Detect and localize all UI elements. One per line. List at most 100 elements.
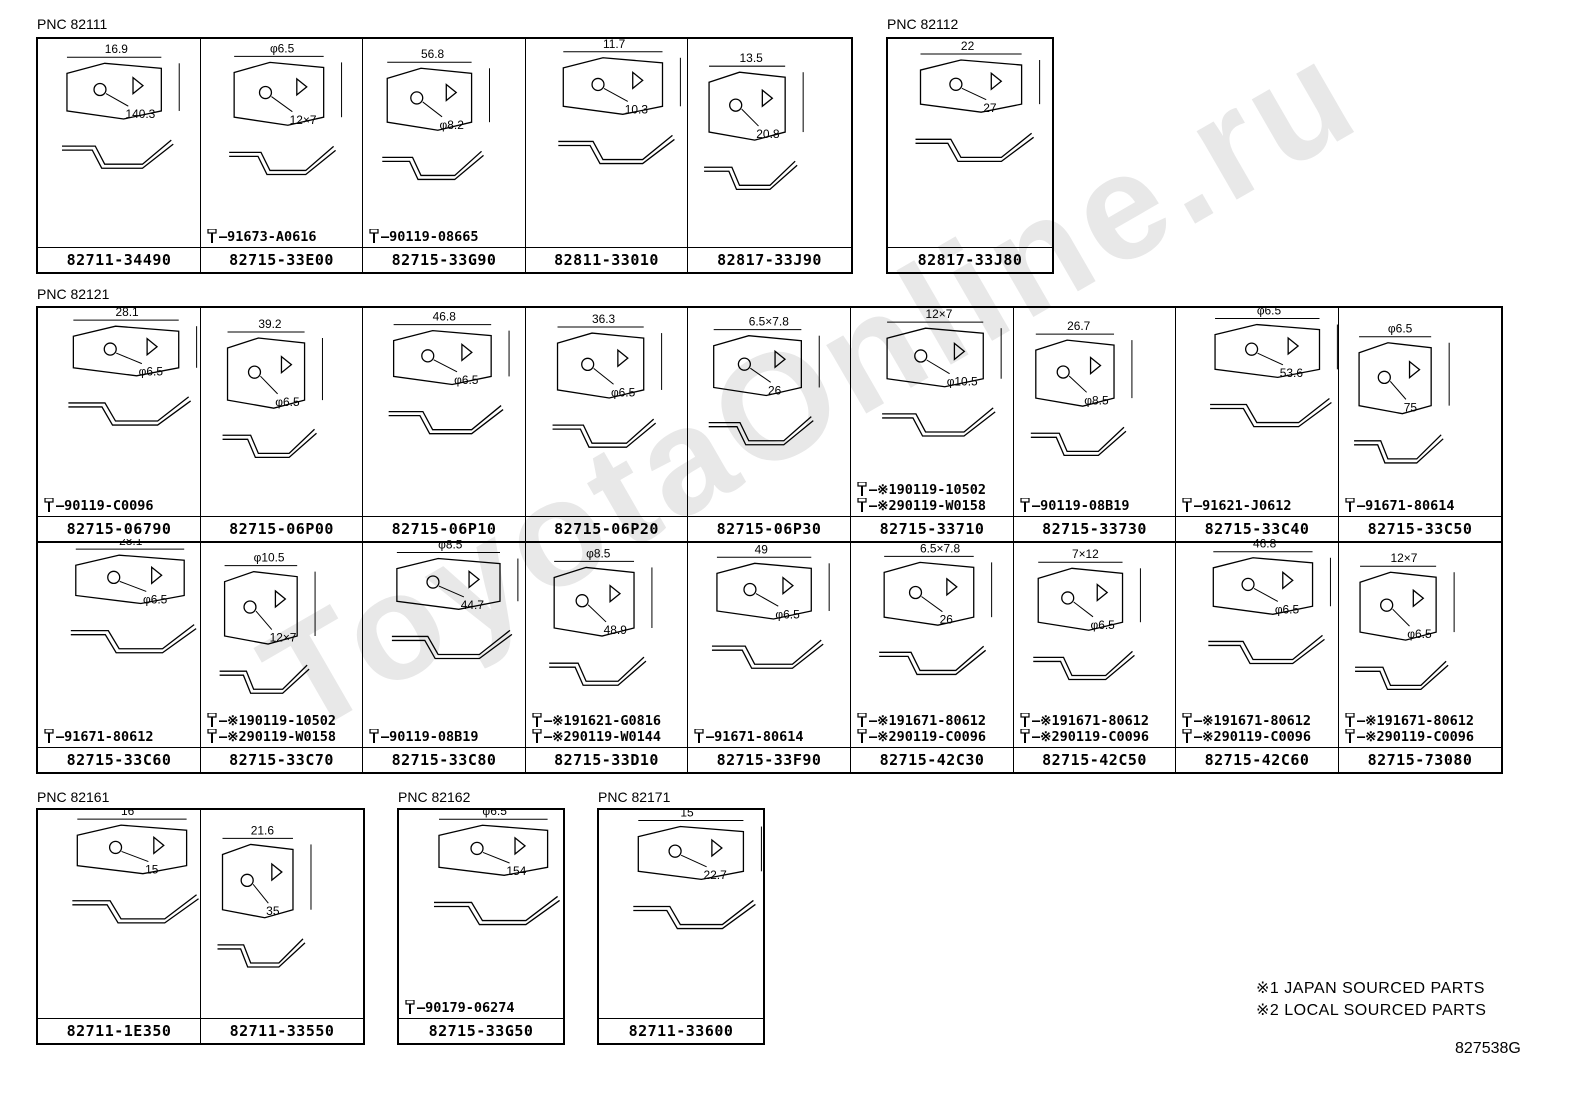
bolt-hole <box>108 840 123 855</box>
bracket-outline <box>1037 567 1124 631</box>
part-number[interactable]: 82715-42C50 <box>1014 747 1175 772</box>
part-number[interactable]: 82817-33J80 <box>888 247 1052 272</box>
dimension-label: 28.1 <box>119 539 143 548</box>
bracket-outline <box>556 332 645 399</box>
part-number[interactable]: 82715-33F90 <box>688 747 850 772</box>
bolt-part-number[interactable]: ※191671-80612 <box>1365 713 1474 729</box>
bolt-callout: —※190119-10502—※290119-W0158 <box>207 713 360 745</box>
bolt-part-number[interactable]: ※290119-W0158 <box>227 729 336 745</box>
part-number[interactable]: 82715-33C50 <box>1339 516 1501 541</box>
bolt-part-number[interactable]: ※191671-80612 <box>1202 713 1311 729</box>
part-number[interactable]: 82715-42C60 <box>1176 747 1338 772</box>
bolt-icon <box>207 713 217 727</box>
dimension-label: φ6.5 <box>143 592 168 606</box>
bolt-part-number[interactable]: ※290119-C0096 <box>877 729 986 745</box>
part-number[interactable]: 82715-33730 <box>1014 516 1175 541</box>
dimension-label: 13.5 <box>740 51 764 65</box>
bolt-part-number[interactable]: 90119-08B19 <box>1040 498 1130 514</box>
bolt-part-number[interactable]: 91621-J0612 <box>1202 498 1292 514</box>
part-number[interactable]: 82715-06P30 <box>688 516 850 541</box>
part-number[interactable]: 82715-33G50 <box>399 1018 563 1043</box>
part-number[interactable]: 82711-33600 <box>599 1018 763 1043</box>
bolt-part-number[interactable]: ※290119-W0144 <box>552 729 661 745</box>
dimension-label: 75 <box>1404 400 1418 414</box>
dimension-label: φ6.5 <box>275 395 300 409</box>
part-number[interactable]: 82715-33G90 <box>363 247 525 272</box>
bolt-part-number[interactable]: 91671-80614 <box>1365 498 1455 514</box>
part-number[interactable]: 82715-33D10 <box>526 747 687 772</box>
part-number[interactable]: 82715-06P00 <box>201 516 362 541</box>
part-number[interactable]: 82715-06790 <box>38 516 200 541</box>
bolt-part-number[interactable]: 90179-06274 <box>425 1000 515 1016</box>
bolt-part-number[interactable]: 90119-08665 <box>389 229 479 245</box>
part-number[interactable]: 82715-33C40 <box>1176 516 1338 541</box>
part-number[interactable]: 82817-33J90 <box>688 247 851 272</box>
part-number[interactable]: 82811-33010 <box>526 247 687 272</box>
part-number[interactable]: 82711-33550 <box>201 1018 363 1043</box>
part-number[interactable]: 82715-06P10 <box>363 516 525 541</box>
part-number[interactable]: 82715-73080 <box>1339 747 1501 772</box>
bolt-part-number[interactable]: 91671-80614 <box>714 729 804 745</box>
bolt-part-number[interactable]: ※290119-C0096 <box>1202 729 1311 745</box>
dimension-label: 48.9 <box>604 623 628 637</box>
part-number[interactable]: 82715-42C30 <box>851 747 1013 772</box>
bolt-part-number[interactable]: ※290119-W0158 <box>877 498 986 514</box>
bolt-part-number[interactable]: 91671-80612 <box>64 729 154 745</box>
part-number[interactable]: 82715-33C80 <box>363 747 525 772</box>
bolt-icon <box>1020 713 1030 727</box>
part-number[interactable]: 82715-06P20 <box>526 516 687 541</box>
part-number[interactable]: 82715-33C60 <box>38 747 200 772</box>
bolt-icon <box>857 498 867 512</box>
part-number[interactable]: 82715-33C70 <box>201 747 362 772</box>
bolt-part-number[interactable]: ※191671-80612 <box>1040 713 1149 729</box>
dimension-label: 44.7 <box>461 598 485 612</box>
part-number[interactable]: 82711-34490 <box>38 247 200 272</box>
bolt-part-number[interactable]: ※190119-10502 <box>877 482 986 498</box>
bolt-hole <box>1244 342 1259 356</box>
bolt-part-number[interactable]: ※191671-80612 <box>877 713 986 729</box>
part-number[interactable]: 82711-1E350 <box>38 1018 200 1043</box>
bolt-part-number[interactable]: ※290119-C0096 <box>1040 729 1149 745</box>
bracket-profile <box>433 895 558 922</box>
bolt-part-number[interactable]: 90119-08B19 <box>389 729 479 745</box>
bolt-part-number[interactable]: ※191621-G0816 <box>552 713 661 729</box>
bolt-part-number[interactable]: ※290119-C0096 <box>1365 729 1474 745</box>
bolt-part-number[interactable]: 90119-C0096 <box>64 498 154 514</box>
bolt-part-number[interactable]: 91673-A0616 <box>227 229 317 245</box>
bracket-outline <box>1035 339 1115 407</box>
bolt-part-number[interactable]: ※190119-10502 <box>227 713 336 729</box>
part-number[interactable]: 82715-33710 <box>851 516 1013 541</box>
part-number[interactable]: 82715-33E00 <box>201 247 362 272</box>
